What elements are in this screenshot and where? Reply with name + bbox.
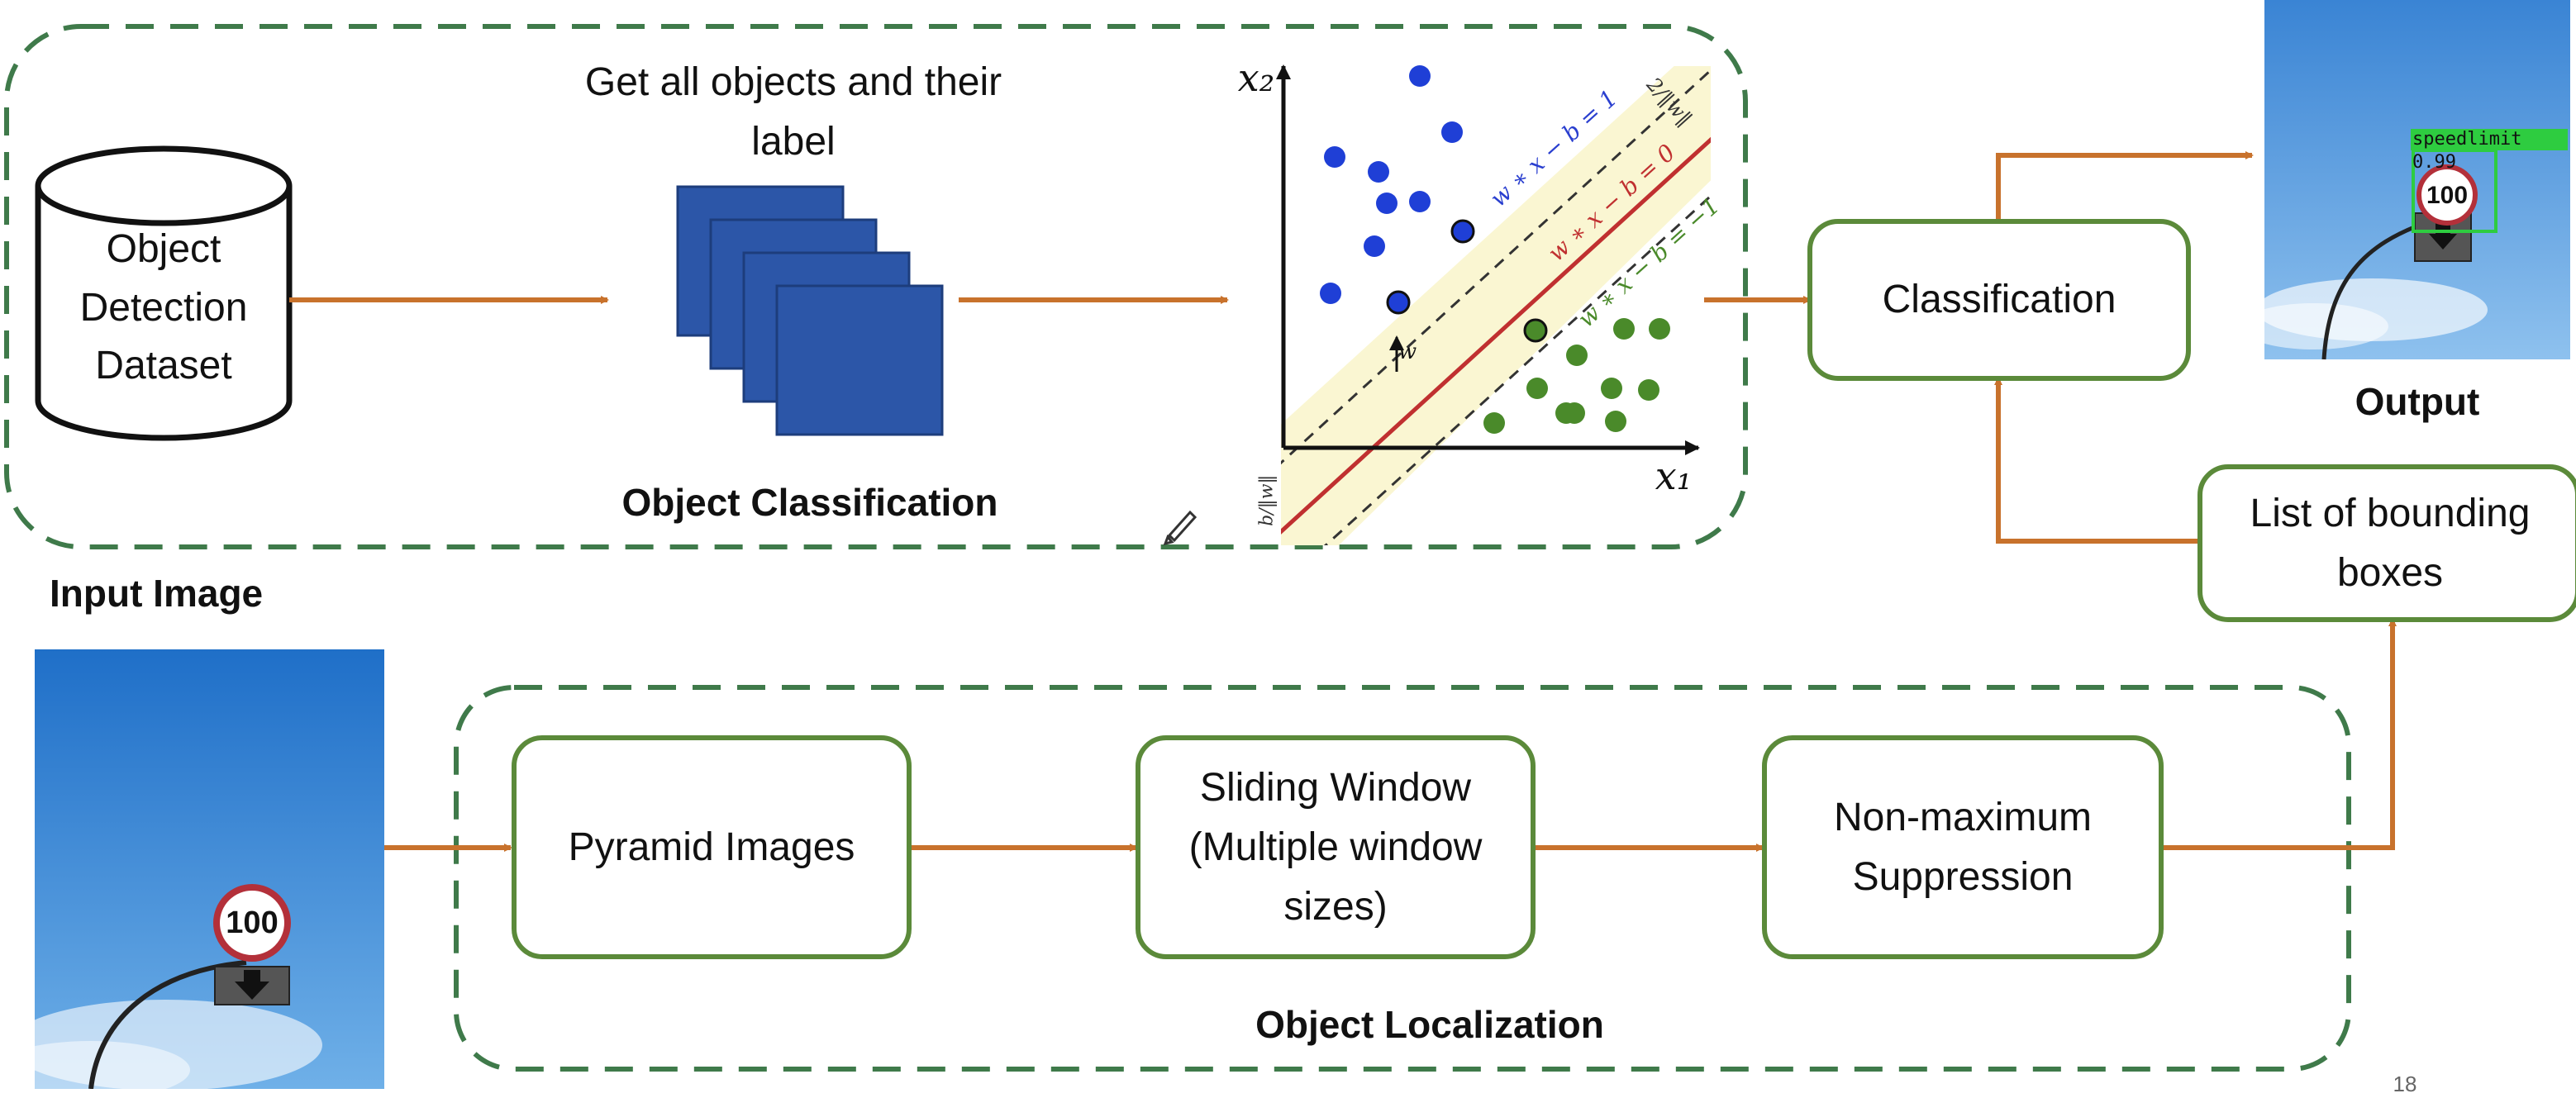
blue-sample-point xyxy=(1409,65,1431,87)
nms-box xyxy=(1762,735,2164,959)
page-number: 18 xyxy=(2393,1072,2417,1096)
blue-sample-point xyxy=(1368,161,1389,183)
blue-sample-point xyxy=(1441,121,1463,143)
green-sample-point xyxy=(1555,402,1577,424)
green-sample-point xyxy=(1605,411,1626,432)
speed-sign-icon xyxy=(2416,164,2478,226)
blue-sample-point xyxy=(1320,283,1341,304)
green-sample-point xyxy=(1523,318,1548,343)
bounding-boxes-label: List of bounding boxes xyxy=(2250,491,2531,595)
green-sample-point xyxy=(1566,345,1588,366)
output-title: Output xyxy=(2355,380,2480,423)
nms-label: Non-maximum Suppression xyxy=(1833,795,2093,899)
output-sign-text: 100 xyxy=(2426,182,2469,209)
pyramid-images-label: Pyramid Images xyxy=(568,825,855,869)
blue-sample-point xyxy=(1409,191,1431,212)
blue-sample-point xyxy=(1376,193,1398,214)
green-sample-point xyxy=(1638,379,1659,401)
bounding-boxes-box xyxy=(2197,464,2576,622)
object-stack-icon xyxy=(676,185,944,436)
green-sample-point xyxy=(1483,412,1505,434)
green-sample-point xyxy=(1526,378,1548,399)
stack-caption: Get all objects and their label xyxy=(584,60,1002,164)
green-sample-point xyxy=(1649,318,1670,340)
speed-sign-icon-input xyxy=(213,884,291,962)
detection-tag: speedlimit 0.99 xyxy=(2412,129,2522,173)
input-image xyxy=(0,649,384,1089)
pencil-icon xyxy=(1163,510,1198,546)
input-sign-text: 100 xyxy=(226,905,279,940)
svm-plot xyxy=(1276,64,1711,545)
blue-sample-point xyxy=(1450,219,1475,244)
input-image-title: Input Image xyxy=(50,572,264,615)
localization-stage-title: Object Localization xyxy=(1255,1003,1604,1046)
classification-label: Classification xyxy=(1882,278,2117,321)
blue-sample-point xyxy=(1324,146,1345,168)
output-image xyxy=(2240,0,2570,360)
green-sample-point xyxy=(1601,378,1622,399)
offset-label: b/‖w‖ xyxy=(1256,474,1278,526)
detection-tag-bg xyxy=(2411,129,2568,150)
x-axis-label: x₁ xyxy=(1655,454,1693,498)
pyramid-images-box xyxy=(512,735,912,959)
sliding-window-label: Sliding Window (Multiple window sizes) xyxy=(1188,765,1483,929)
sliding-window-box xyxy=(1136,735,1536,959)
classification-stage-container xyxy=(4,24,1748,549)
dataset-cylinder-icon xyxy=(35,145,293,441)
classification-box xyxy=(1807,219,2191,381)
y-axis-label: x₂ xyxy=(1237,55,1275,100)
connector-arrows xyxy=(289,151,2397,852)
blue-sample-point xyxy=(1386,290,1411,315)
w-label: w xyxy=(1398,340,1417,364)
green-sample-point xyxy=(1613,318,1635,340)
classification-stage-title: Object Classification xyxy=(621,481,998,524)
dataset-label: Object Detection Dataset xyxy=(79,227,248,388)
blue-sample-point xyxy=(1364,235,1385,257)
